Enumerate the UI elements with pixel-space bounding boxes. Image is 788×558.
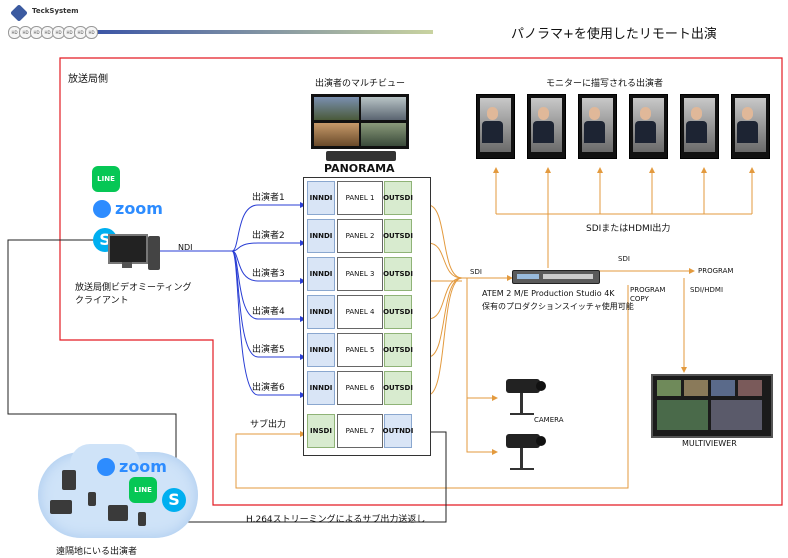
- brand-name: TeckSystem: [32, 7, 79, 15]
- phone-icon: [88, 492, 96, 506]
- switcher-sdi-top-label: SDI: [618, 255, 630, 263]
- performer-monitor: [476, 94, 515, 159]
- company-logo: TeckSystem HD HD HD HD HD HD HD HD: [8, 4, 98, 39]
- camera-icon: [500, 373, 546, 417]
- sdi-hdmi-label: SDI/HDMI: [690, 286, 724, 294]
- logo-row: HD HD HD HD HD HD HD HD: [8, 26, 98, 39]
- phone-icon: [138, 512, 146, 526]
- return-stream-label: H.264ストリーミングによるサブ出力送返し: [246, 515, 426, 525]
- panel-4: PANEL 4: [337, 295, 383, 329]
- multiviewer-screen: [651, 374, 773, 438]
- program-copy-line2: COPY: [630, 295, 649, 303]
- performer-monitor: [731, 94, 770, 159]
- page-title: パノラマ+を使用したリモート出演: [511, 27, 717, 42]
- performer-label: 出演者4: [252, 307, 285, 317]
- laptop-icon: [50, 500, 72, 514]
- panel-6: PANEL 6: [337, 371, 383, 405]
- multiviewer-label: MULTIVIEWER: [682, 439, 737, 448]
- panorama-device-name: PANORAMA: [324, 162, 395, 175]
- performer-label: 出演者3: [252, 269, 285, 279]
- switcher-name-line1: ATEM 2 M/E Production Studio 4K: [482, 289, 615, 298]
- panel-3: PANEL 3: [337, 257, 383, 291]
- monitors-label: モニターに描写される出演者: [546, 79, 664, 89]
- zoom-app-icon: [97, 458, 115, 476]
- performer-label: 出演者2: [252, 231, 285, 241]
- performer-label: 出演者5: [252, 345, 285, 355]
- switcher-sdi-in-label: SDI: [470, 268, 482, 276]
- zoom-app-icon: [93, 200, 111, 218]
- studio-label: 放送局側: [68, 74, 108, 85]
- skype-app-icon: S: [162, 488, 186, 512]
- performer-monitor: [629, 94, 668, 159]
- panel-2: PANEL 2: [337, 219, 383, 253]
- panel-1: PANEL 1: [337, 181, 383, 215]
- camera-icon: [500, 428, 546, 472]
- client-label-line1: 放送局側ビデオミーティング: [75, 283, 192, 293]
- performer-monitor: [578, 94, 617, 159]
- tablet-icon: [62, 470, 76, 490]
- program-label: PROGRAM: [698, 267, 734, 275]
- switcher-name-line2: 保有のプロダクションスイッチャ使用可能: [482, 302, 634, 311]
- desktop-icon: [108, 505, 128, 521]
- switcher-device-icon: [512, 270, 600, 284]
- performer-monitor: [680, 94, 719, 159]
- camera-label: CAMERA: [534, 416, 564, 424]
- program-copy-line1: PROGRAM: [630, 286, 666, 294]
- performer-monitor: [527, 94, 566, 159]
- zoom-wordmark: zoom: [115, 199, 163, 218]
- line-app-icon: LINE: [92, 166, 120, 192]
- multiview-label: 出演者のマルチビュー: [315, 79, 406, 89]
- sub-output-label: サブ出力: [250, 420, 287, 430]
- cube-logo-icon: [10, 4, 28, 22]
- multiview-screen: [311, 94, 409, 149]
- ndi-label: NDI: [178, 243, 193, 252]
- panorama-device-icon: [326, 151, 396, 161]
- logo-item: HD: [85, 26, 98, 39]
- logo-item: HD: [41, 26, 54, 39]
- panel-7: PANEL 7: [337, 414, 383, 448]
- desktop-computer-icon: [108, 234, 160, 276]
- sdi-bundle: [235, 204, 629, 489]
- remote-label: 遠隔地にいる出演者: [56, 547, 138, 557]
- client-label-line2: クライアント: [75, 296, 129, 306]
- monitor-output-label: SDIまたはHDMI出力: [586, 224, 671, 234]
- performer-label: 出演者1: [252, 193, 285, 203]
- panel-5: PANEL 5: [337, 333, 383, 367]
- performer-label: 出演者6: [252, 383, 285, 393]
- line-app-icon: LINE: [129, 477, 157, 503]
- zoom-wordmark: zoom: [119, 457, 167, 476]
- header-rule: [95, 30, 433, 34]
